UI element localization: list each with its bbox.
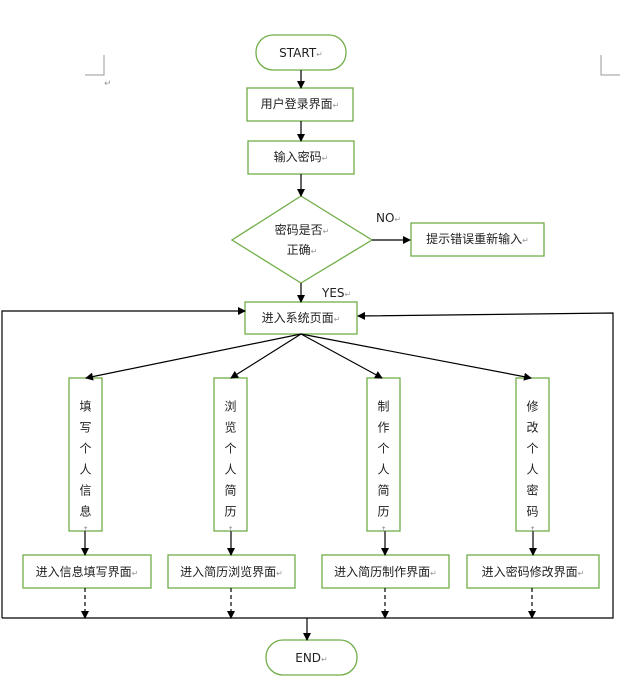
loop-line [1, 307, 246, 618]
end-label: END [266, 651, 357, 667]
connector-arrow [230, 333, 302, 379]
branch-action-label: 浏览个人简历 [223, 400, 237, 533]
decision-diamond [230, 195, 374, 284]
branch-page-label: 进入简历浏览界面 [168, 565, 295, 581]
paragraph-mark: ↵ [104, 79, 112, 89]
error-label: 提示错误重新输入 [411, 232, 544, 248]
decision-label-line1: 密码是否 [262, 223, 342, 239]
connector-arrow [85, 333, 302, 381]
branch-action-label: 制作个人简历 [376, 400, 390, 533]
branch-action-label: 修改个人密码 [525, 400, 539, 533]
no-label: NO [376, 211, 401, 227]
yes-label: YES [322, 286, 351, 302]
page-corner-marks [85, 55, 620, 76]
input-password-label: 输入密码 [248, 150, 354, 166]
branch-page-label: 进入简历制作界面 [322, 565, 449, 581]
connector-arrow [300, 333, 383, 379]
branch-page-label: 进入信息填写界面 [23, 565, 151, 581]
decision-label-line2: 正确 [262, 243, 342, 259]
branch-action-label: 填写个人信息 [78, 400, 92, 533]
system-label: 进入系统页面 [245, 311, 357, 327]
connectors [1, 70, 614, 641]
connector-arrow [300, 333, 532, 381]
login-label: 用户登录界面 [247, 97, 353, 113]
branch-page-label: 进入密码修改界面 [467, 565, 599, 581]
start-label: START [256, 46, 346, 62]
